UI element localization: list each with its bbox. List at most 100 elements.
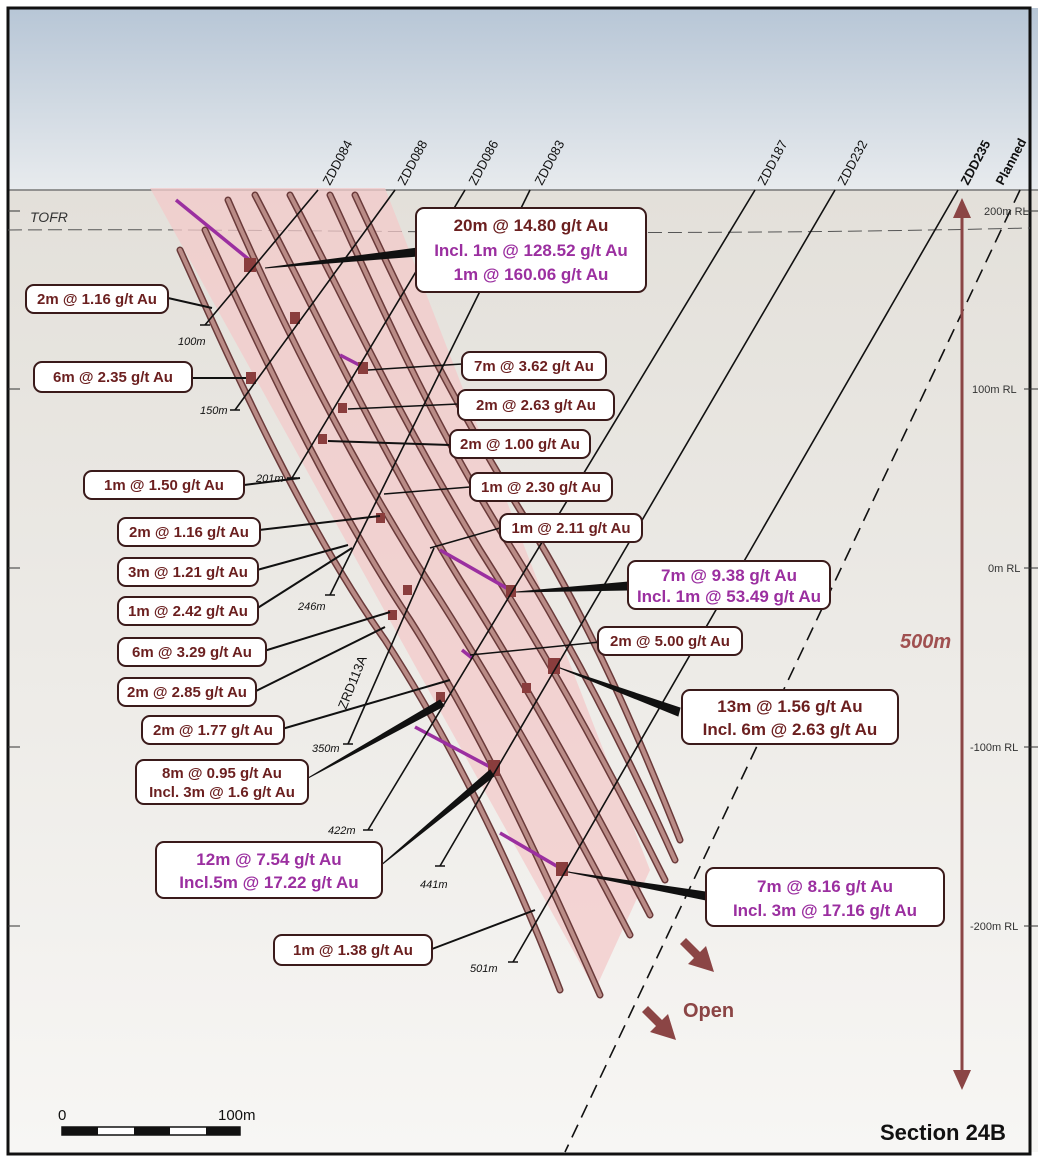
callout-box <box>461 351 607 381</box>
leader-line <box>167 297 213 309</box>
callout-line: 1m @ 2.11 g/t Au <box>511 520 630 537</box>
open-arrows <box>642 938 714 1040</box>
tofr-line <box>7 227 1031 234</box>
intercept-marker <box>318 434 327 444</box>
intercept-callout: 1m @ 1.38 g/t Au <box>273 934 433 966</box>
intercept-marker <box>290 312 300 324</box>
callout-box <box>469 472 613 502</box>
mineralised-halo <box>150 188 650 990</box>
rl-label: -100m RL <box>970 742 1018 754</box>
intercept-callout: 3m @ 1.21 g/t Au <box>117 557 259 587</box>
intercept-marker <box>506 585 516 597</box>
intercept-callout: 7m @ 3.62 g/t Au <box>461 351 607 381</box>
callout-line: Incl. 1m @ 128.52 g/t Au <box>434 241 628 260</box>
section-title: Section 24B <box>880 1120 1006 1145</box>
rl-label: 200m RL <box>984 206 1029 218</box>
sky-band <box>8 8 1038 190</box>
intercept-marker <box>388 610 397 620</box>
arrow-head-down <box>953 1070 971 1090</box>
callout-line: 12m @ 7.54 g/t Au <box>196 850 341 869</box>
leader-line <box>469 641 601 656</box>
callout-box <box>597 626 743 656</box>
callout-line: Incl. 1m @ 53.49 g/t Au <box>637 587 821 606</box>
callout-box <box>117 557 259 587</box>
callout-box <box>273 934 433 966</box>
intercept-callout: 2m @ 1.16 g/t Au <box>117 517 261 547</box>
callout-box <box>117 677 257 707</box>
callout-line: 3m @ 1.21 g/t Au <box>128 564 248 581</box>
callout-box <box>25 284 169 314</box>
leader-line <box>431 909 536 950</box>
leader-line <box>256 544 349 571</box>
callout-box <box>33 361 193 393</box>
callout-line: 1m @ 2.30 g/t Au <box>481 479 601 496</box>
callout-box <box>141 715 285 745</box>
leader-line <box>559 667 681 717</box>
hole-zdd088-trace <box>234 189 396 411</box>
intercept-marker <box>338 403 347 413</box>
intercept-callout: 8m @ 0.95 g/t Au Incl. 3m @ 1.6 g/t Au <box>135 759 309 805</box>
depth-label: 246m <box>297 601 326 613</box>
intercept-callout: 1m @ 1.50 g/t Au <box>83 470 245 500</box>
open-label: Open <box>683 1000 734 1022</box>
callout-box <box>117 596 259 626</box>
rl-label: -200m RL <box>970 921 1018 933</box>
intercept-markers <box>244 258 568 876</box>
intercept-marker <box>358 362 368 374</box>
leader-line <box>263 611 391 652</box>
intercept-callout: 20m @ 14.80 g/t Au Incl. 1m @ 128.52 g/t… <box>415 207 647 293</box>
hole-end-ticks <box>200 324 518 963</box>
high-grade-trace <box>499 831 561 870</box>
hole-zrd113a-trace <box>347 547 435 745</box>
callout-line: 7m @ 3.62 g/t Au <box>474 358 594 375</box>
high-grade-trace <box>460 648 474 660</box>
callout-box <box>449 429 591 459</box>
callout-line: 7m @ 9.38 g/t Au <box>661 566 797 585</box>
depth-label: 100m <box>178 336 206 348</box>
callout-line: 1m @ 1.38 g/t Au <box>293 942 413 959</box>
scale-end-label: 100m <box>218 1107 256 1124</box>
callout-box <box>83 470 245 500</box>
open-arrow <box>642 1006 676 1040</box>
intercept-callout: 12m @ 7.54 g/t Au Incl.5m @ 17.22 g/t Au <box>155 841 383 899</box>
leader-line <box>383 486 471 495</box>
callout-line: 1m @ 1.50 g/t Au <box>104 477 224 494</box>
rl-axis: 200m RL 100m RL 0m RL -100m RL -200m RL <box>8 206 1038 933</box>
leader-line <box>367 363 463 371</box>
callout-box <box>627 560 831 610</box>
callout-line: 7m @ 8.16 g/t Au <box>757 877 893 896</box>
high-grade-trace <box>414 725 493 770</box>
callout-line: Incl. 3m @ 17.16 g/t Au <box>733 901 917 920</box>
vein <box>178 248 562 992</box>
intercept-callout: 7m @ 9.38 g/t Au Incl. 1m @ 53.49 g/t Au <box>627 560 831 610</box>
callout-line: 6m @ 2.35 g/t Au <box>53 369 173 386</box>
intercept-callout: 1m @ 2.30 g/t Au <box>469 472 613 502</box>
callout-line: Incl. 6m @ 2.63 g/t Au <box>703 720 878 739</box>
intercept-callout: 2m @ 2.85 g/t Au <box>117 677 257 707</box>
leader-line <box>307 699 445 779</box>
vein <box>226 198 632 937</box>
leader-line <box>429 527 501 549</box>
hole-zdd084-trace <box>204 189 319 326</box>
callout-line: 2m @ 5.00 g/t Au <box>610 633 730 650</box>
scale-segment <box>62 1127 98 1135</box>
callout-line: 2m @ 2.63 g/t Au <box>476 397 596 414</box>
callout-box <box>681 689 899 745</box>
callout-line: Incl. 3m @ 1.6 g/t Au <box>149 784 295 801</box>
depth-label: 150m <box>200 405 228 417</box>
callout-line: Incl.5m @ 17.22 g/t Au <box>179 873 358 892</box>
callout-line: 2m @ 1.00 g/t Au <box>460 436 580 453</box>
callout-box <box>457 389 615 421</box>
leader-line <box>255 547 353 610</box>
callout-line: 2m @ 1.16 g/t Au <box>37 291 157 308</box>
hole-zdd187-trace <box>367 189 756 831</box>
depth-label: 350m <box>312 743 340 755</box>
intercept-marker <box>403 585 412 595</box>
callout-box <box>117 517 261 547</box>
arrow-head-up <box>953 198 971 218</box>
figure-frame <box>6 6 1032 1156</box>
leader-line <box>258 515 381 531</box>
depth-label: 441m <box>420 879 448 891</box>
leader-line <box>379 769 495 867</box>
